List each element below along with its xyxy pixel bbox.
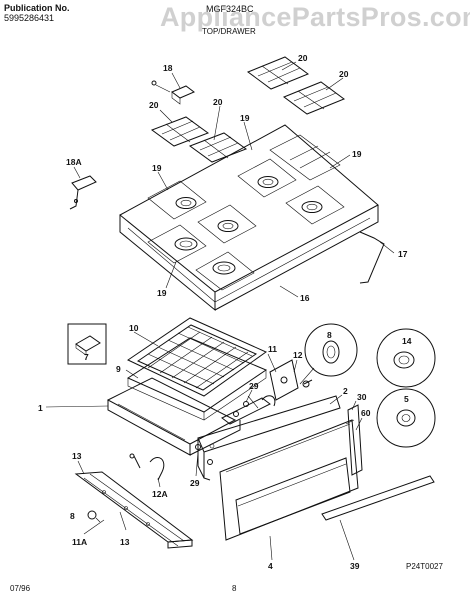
label-part-12: 12 <box>293 350 303 360</box>
inset-part-5 <box>376 388 436 448</box>
label-part-18: 18 <box>163 63 173 73</box>
publication-number: 5995286431 <box>4 13 55 23</box>
label-part-20: 20 <box>339 69 349 79</box>
label-part-19: 19 <box>352 149 362 159</box>
part-29-screw <box>195 444 201 450</box>
drawer-front <box>207 419 359 541</box>
label-part-5: 5 <box>404 394 409 404</box>
broiler-pan-insert <box>126 317 268 397</box>
label-part-19: 19 <box>157 288 167 298</box>
drawer-panel-2 <box>197 395 341 481</box>
label-part-16: 16 <box>300 293 310 303</box>
part-18-bracket <box>151 80 195 105</box>
label-part-39: 39 <box>350 561 360 571</box>
label-part-13: 13 <box>72 451 82 461</box>
label-part-11A: 11A <box>72 537 87 547</box>
leader-lines <box>45 61 395 561</box>
label-part-13: 13 <box>120 537 130 547</box>
label-part-20: 20 <box>298 53 308 63</box>
burner-pans <box>147 158 345 291</box>
broiler-pan <box>126 337 268 421</box>
label-part-19: 19 <box>152 163 162 173</box>
label-part-2: 2 <box>343 386 348 396</box>
drawer-handle <box>345 404 363 476</box>
diagram-code: P24T0027 <box>406 562 443 571</box>
footer-date: 07/96 <box>10 584 31 593</box>
label-part-30: 30 <box>357 392 367 402</box>
label-part-1: 1 <box>38 403 43 413</box>
label-part-14: 14 <box>402 336 412 346</box>
part-11-12-bracket <box>261 359 313 407</box>
label-part-17: 17 <box>398 249 408 259</box>
section-title: TOP/DRAWER <box>202 27 256 36</box>
model-number: MGF324BC <box>206 4 254 14</box>
page-number: 8 <box>232 584 237 593</box>
label-part-8: 8 <box>327 330 332 340</box>
label-part-29: 29 <box>190 478 200 488</box>
label-part-29: 29 <box>249 381 259 391</box>
label-part-18A: 18A <box>66 157 82 167</box>
inset-8-pointer <box>299 367 315 385</box>
drawer-burner-assembly <box>221 395 271 425</box>
inset-part-14 <box>376 328 436 388</box>
drawer-rails <box>74 471 194 549</box>
burner-grates <box>150 56 346 163</box>
label-part-12A: 12A <box>152 489 168 499</box>
part-8-screw <box>87 510 97 520</box>
label-part-11: 11 <box>268 344 277 354</box>
burner-heads <box>174 176 323 275</box>
publication-label: Publication No. <box>4 3 70 13</box>
cooktop-assembly <box>119 124 385 312</box>
label-part-20: 20 <box>149 100 159 110</box>
label-part-10: 10 <box>129 323 139 333</box>
part-12A-clip <box>129 453 165 481</box>
part-39-strip <box>321 475 435 521</box>
label-part-9: 9 <box>116 364 121 374</box>
label-part-8: 8 <box>70 511 75 521</box>
label-part-19: 19 <box>240 113 250 123</box>
label-part-7: 7 <box>84 352 89 362</box>
label-part-4: 4 <box>268 561 273 571</box>
part-18A-bracket <box>69 175 97 210</box>
watermark: AppliancePartsPros.com <box>160 2 470 32</box>
label-part-60: 60 <box>361 408 371 418</box>
drawer-body <box>106 377 241 456</box>
inset-part-8 <box>304 323 358 377</box>
part-7-inset <box>67 323 107 365</box>
part-labels: 18 20 20 20 20 19 19 19 18A 17 19 16 7 1… <box>38 53 412 571</box>
label-part-20: 20 <box>213 97 223 107</box>
